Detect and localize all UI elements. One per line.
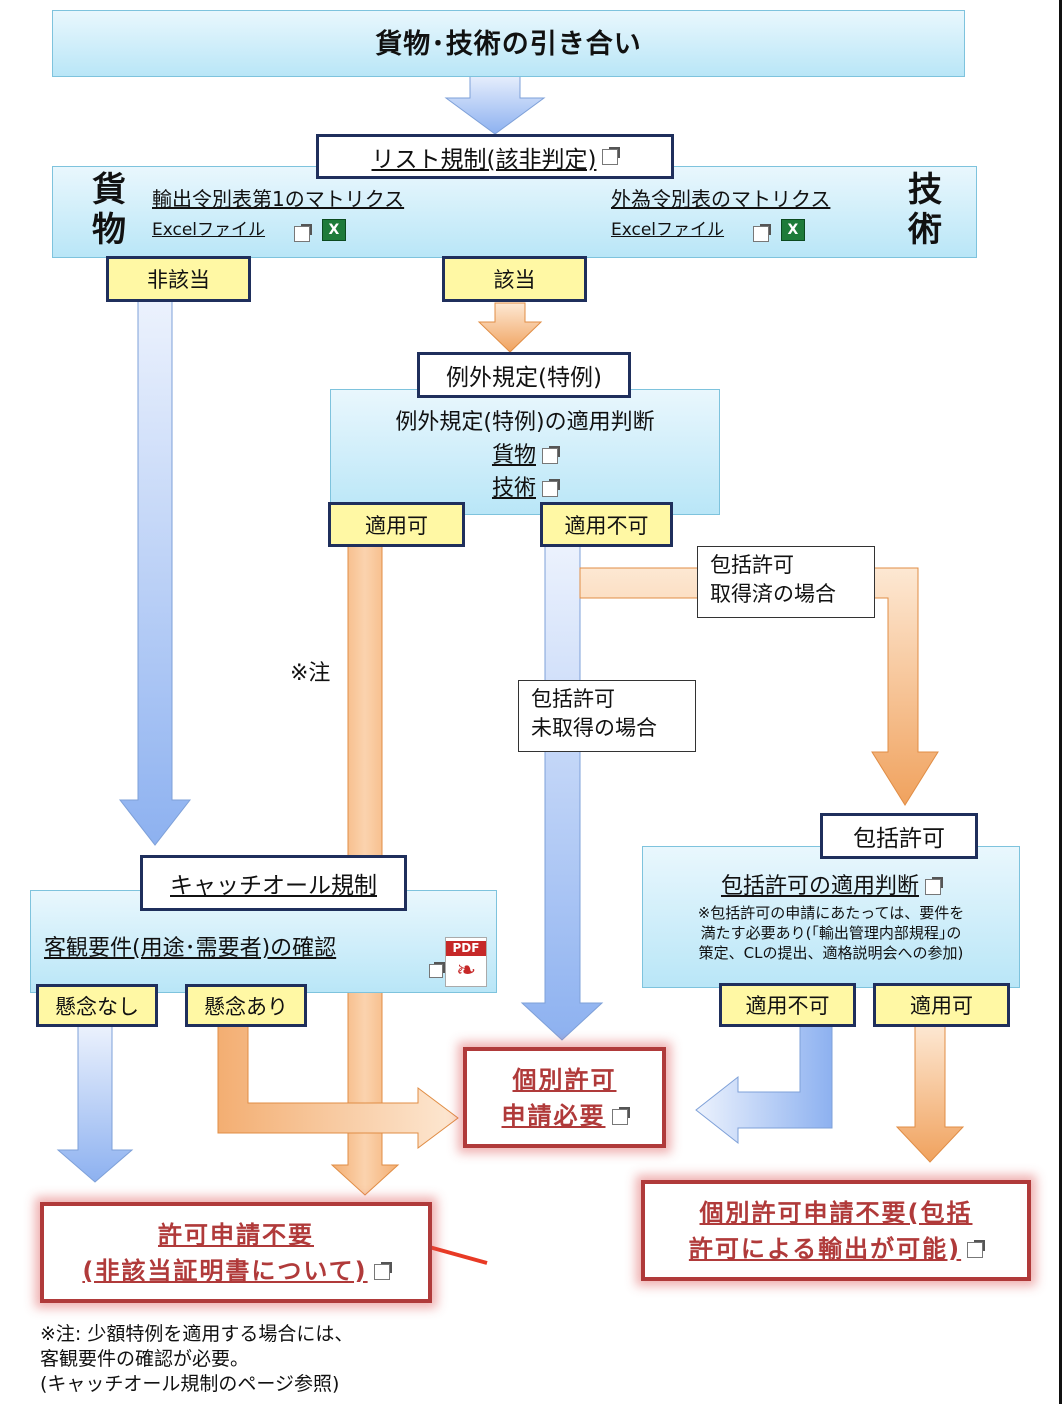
footnote: ※注: 少額特例を適用する場合には、 客観要件の確認が必要。 (キャッチオール規… <box>40 1322 353 1397</box>
arrow-top-down <box>444 71 546 135</box>
external-link-icon <box>602 146 621 165</box>
exception-goods-label: 貨物 <box>491 443 536 468</box>
acrobat-glyph: ❧ <box>455 956 477 984</box>
bulk-permit-note: ※包括許可の申請にあたっては、要件を 満たす必要あり(｢輸出管理内部規程｣の 策… <box>642 903 1020 963</box>
bulk-obtained-line-2: 取得済の場合 <box>710 582 836 606</box>
bulk-permit-label: 包括許可 <box>820 813 978 859</box>
footnote-line-3: (キャッチオール規制のページ参照) <box>40 1373 340 1395</box>
bulk-ok-label: 適用可 <box>873 983 1010 1027</box>
tech-excel-label: Excelファイル <box>611 220 725 240</box>
bulk-note-line-2: 満たす必要あり(｢輸出管理内部規程｣の <box>700 924 962 942</box>
arrow-not-applicable-down <box>118 299 192 846</box>
goods-excel-link[interactable]: Excelファイル X <box>152 215 346 242</box>
goods-char-1: 貨 <box>92 170 126 210</box>
result-individual-line-2: 申請必要 <box>501 1101 606 1130</box>
arrow-exception-ng-down <box>520 544 604 1041</box>
tech-char-1: 技 <box>908 170 942 210</box>
result-bulk-export-link[interactable]: 個別許可申請不要(包括 許可による輸出が可能) <box>641 1180 1031 1281</box>
exception-label: 例外規定(特例) <box>417 352 631 398</box>
catchall-link[interactable]: キャッチオール規制 <box>140 855 407 911</box>
exception-goods-link[interactable]: 貨物 <box>330 437 720 469</box>
bulk-obtained-note: 包括許可 取得済の場合 <box>697 546 875 618</box>
exception-ng-label: 適用不可 <box>540 502 673 547</box>
external-link-icon <box>753 224 772 242</box>
result-no-permit-link[interactable]: 許可申請不要 (非該当証明書について) <box>40 1202 432 1303</box>
bulk-not-obtained-line-2: 未取得の場合 <box>531 716 657 740</box>
arrow-concern-to-individual <box>217 1024 459 1149</box>
result-bulk-export-line-2: 許可による輸出が可能) <box>688 1234 962 1263</box>
external-link-icon <box>611 1106 630 1125</box>
page-title: 貨物･技術の引き合い <box>375 29 642 60</box>
goods-excel-label: Excelファイル <box>152 220 266 240</box>
excel-icon: X <box>780 219 805 241</box>
result-bulk-export-line-2-wrap: 許可による輸出が可能) <box>688 1231 986 1267</box>
page-right-border <box>1059 0 1062 1404</box>
note-mark: ※注 <box>290 661 331 686</box>
external-link-icon <box>925 877 943 895</box>
tech-matrix-link[interactable]: 外為令別表のマトリクス <box>611 183 830 212</box>
arrow-bulk-ng-to-individual <box>695 1024 833 1145</box>
catchall-label: キャッチオール規制 <box>170 873 377 899</box>
not-applicable-label: 非該当 <box>106 256 251 302</box>
result-no-permit-line-2: (非該当証明書について) <box>82 1256 368 1285</box>
external-link-icon <box>373 1261 392 1280</box>
bulk-permit-heading: 包括許可の適用判断 <box>720 874 919 899</box>
arrow-no-concern-down <box>56 1024 134 1183</box>
catchall-heading-link[interactable]: 客観要件(用途･需要者)の確認 <box>44 930 336 962</box>
list-regulation-link[interactable]: リスト規制(該非判定) <box>316 134 674 179</box>
bulk-permit-heading-link[interactable]: 包括許可の適用判断 <box>642 868 1020 900</box>
tech-excel-link[interactable]: Excelファイル X <box>611 215 805 242</box>
excel-icon: X <box>321 219 346 241</box>
result-no-permit-line-1: 許可申請不要 <box>158 1220 314 1249</box>
result-bulk-export-line-1: 個別許可申請不要(包括 <box>699 1198 973 1227</box>
result-no-permit-line-2-wrap: (非該当証明書について) <box>82 1253 392 1289</box>
footnote-line-1: ※注: 少額特例を適用する場合には、 <box>40 1323 354 1345</box>
exception-heading: 例外規定(特例)の適用判断 <box>395 410 655 435</box>
bulk-note-line-1: ※包括許可の申請にあたっては、要件を <box>697 904 965 922</box>
result-individual-permit-link[interactable]: 個別許可 申請必要 <box>463 1047 666 1148</box>
goods-matrix-label: 輸出令別表第1のマトリクス <box>152 187 405 211</box>
bulk-note-line-3: 策定、CLの提出、適格説明会への参加) <box>698 944 964 962</box>
bulk-not-obtained-note: 包括許可 未取得の場合 <box>518 680 696 752</box>
bulk-ng-label: 適用不可 <box>719 983 856 1027</box>
list-regulation-label: リスト規制(該非判定) <box>371 146 597 173</box>
external-link-icon <box>542 446 560 464</box>
arrow-applicable-down <box>477 302 543 353</box>
external-link-icon <box>967 1239 986 1258</box>
goods-char-2: 物 <box>92 210 126 250</box>
result-individual-line-2-wrap: 申請必要 <box>501 1098 630 1134</box>
result-individual-line-1: 個別許可 <box>512 1065 617 1094</box>
list-regulation-band <box>52 166 977 258</box>
bulk-not-obtained-line-1: 包括許可 <box>531 687 615 711</box>
goods-matrix-link[interactable]: 輸出令別表第1のマトリクス <box>152 183 404 212</box>
tech-char-2: 術 <box>908 210 942 250</box>
applicable-label: 該当 <box>442 256 587 302</box>
catchall-heading: 客観要件(用途･需要者)の確認 <box>44 936 337 961</box>
external-link-icon <box>542 479 560 497</box>
exception-ok-label: 適用可 <box>328 502 465 547</box>
exception-tech-link[interactable]: 技術 <box>330 470 720 502</box>
bulk-permit-band <box>642 846 1020 988</box>
external-link-icon[interactable] <box>429 961 445 978</box>
no-concern-label: 懸念なし <box>36 984 158 1027</box>
title-band: 貨物･技術の引き合い <box>52 10 965 77</box>
tech-matrix-label: 外為令別表のマトリクス <box>611 187 831 211</box>
concern-label: 懸念あり <box>185 984 307 1027</box>
bulk-obtained-line-1: 包括許可 <box>710 553 794 577</box>
external-link-icon <box>294 224 313 242</box>
pdf-icon-label: PDF <box>446 941 486 956</box>
pdf-icon[interactable]: PDF ❧ <box>445 937 487 987</box>
footnote-line-2: 客観要件の確認が必要。 <box>40 1348 250 1370</box>
arrow-bulk-ok-down <box>895 1024 965 1163</box>
exception-tech-label: 技術 <box>491 476 536 501</box>
